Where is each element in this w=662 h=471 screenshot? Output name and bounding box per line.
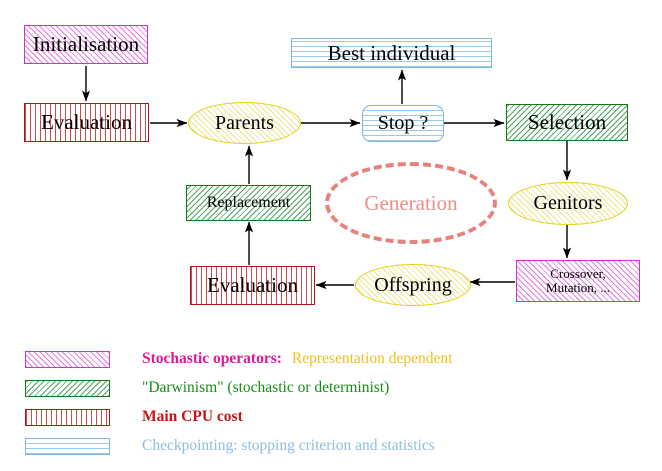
legend-label-checkpointing: Checkpointing: stopping criterion and st… [142,437,435,454]
node-stop[interactable]: Stop ? [362,105,444,142]
node-evaluation-bottom[interactable]: Evaluation [190,266,315,305]
crossover-line-1: Crossover, [550,266,606,282]
node-parents[interactable]: Parents [188,102,301,144]
legend-swatch-darwinism [25,379,110,397]
legend-row-cpu: Main CPU cost [25,406,243,428]
crossover-line-2: Mutation, ... [546,280,610,295]
generation-label: Generation [364,190,458,215]
legend: Stochastic operators: Representation dep… [0,338,662,471]
legend-row-checkpointing: Checkpointing: stopping criterion and st… [25,435,435,457]
legend-label-stochastic: Stochastic operators: [142,350,282,367]
node-replacement[interactable]: Replacement [186,185,311,221]
node-selection[interactable]: Selection [506,104,628,141]
node-evaluation-top[interactable]: Evaluation [24,103,149,142]
node-genitors[interactable]: Genitors [508,182,628,225]
node-best-individual[interactable]: Best individual [291,38,492,68]
node-crossover-mutation[interactable]: Crossover, Mutation, ... [516,260,640,302]
legend-swatch-checkpointing [25,437,110,455]
legend-row-stochastic: Stochastic operators: Representation dep… [25,348,452,370]
legend-label-darwinism: "Darwinism" (stochastic or determinist) [142,379,390,396]
legend-swatch-cpu [25,408,110,426]
node-generation-loop: Generation [325,162,497,244]
node-offspring[interactable]: Offspring [355,264,471,306]
legend-label-cpu: Main CPU cost [142,408,243,425]
node-initialisation[interactable]: Initialisation [24,25,148,64]
legend-row-darwinism: "Darwinism" (stochastic or determinist) [25,377,389,399]
legend-label-representation: Representation dependent [291,350,453,367]
legend-swatch-stochastic [25,350,110,368]
